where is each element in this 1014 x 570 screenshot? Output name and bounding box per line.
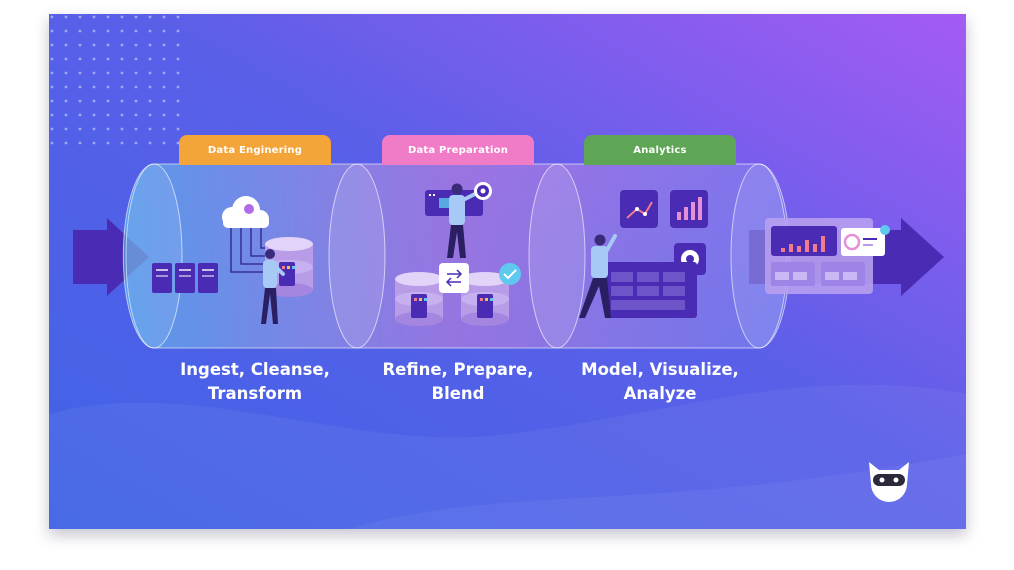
caption-line: Ingest, Cleanse, xyxy=(180,360,330,379)
connection-wire xyxy=(260,228,265,249)
server-rack-icon xyxy=(152,263,218,293)
bar-chart-icon xyxy=(670,190,708,228)
background-wave xyxy=(349,454,966,529)
caption-line: Transform xyxy=(207,384,303,403)
dot-pattern xyxy=(49,14,189,154)
pipeline-illustration xyxy=(49,14,966,529)
caption-line: Refine, Prepare, xyxy=(382,360,534,379)
dashboard-icon xyxy=(765,218,890,294)
person-icon xyxy=(447,183,477,258)
caption-line: Analyze xyxy=(623,384,697,403)
person-icon xyxy=(579,234,617,318)
swap-arrows-icon xyxy=(439,263,469,293)
caption-line: Model, Visualize, xyxy=(581,360,739,379)
line-chart-icon xyxy=(620,190,658,228)
tab-data-preparation: Data Preparation xyxy=(382,135,534,165)
connection-wire xyxy=(250,228,265,257)
connection-wire xyxy=(240,228,265,265)
tab-data-engineering: Data Enginering xyxy=(179,135,331,165)
dashboard-icon xyxy=(605,262,697,318)
input-arrow xyxy=(73,218,149,296)
caption-data-engineering: Ingest, Cleanse, Transform xyxy=(160,358,350,406)
caption-data-preparation: Refine, Prepare, Blend xyxy=(363,358,553,406)
cat-mascot-logo xyxy=(869,462,909,502)
cloud-icon xyxy=(222,196,269,228)
caption-line: Blend xyxy=(431,384,485,403)
connection-wire xyxy=(230,228,265,273)
person-icon xyxy=(261,249,285,324)
background-wave xyxy=(49,384,966,529)
gear-icon xyxy=(474,182,492,200)
pipeline-card: Data Enginering Data Preparation Analyti… xyxy=(49,14,966,529)
tube-divider-ring xyxy=(528,163,586,349)
tube-divider-ring xyxy=(328,163,386,349)
checkmark-icon xyxy=(499,263,521,285)
database-icon xyxy=(395,272,443,326)
tab-analytics: Analytics xyxy=(584,135,736,165)
tube-entry-ring xyxy=(125,163,183,349)
caption-analytics: Model, Visualize, Analyze xyxy=(565,358,755,406)
